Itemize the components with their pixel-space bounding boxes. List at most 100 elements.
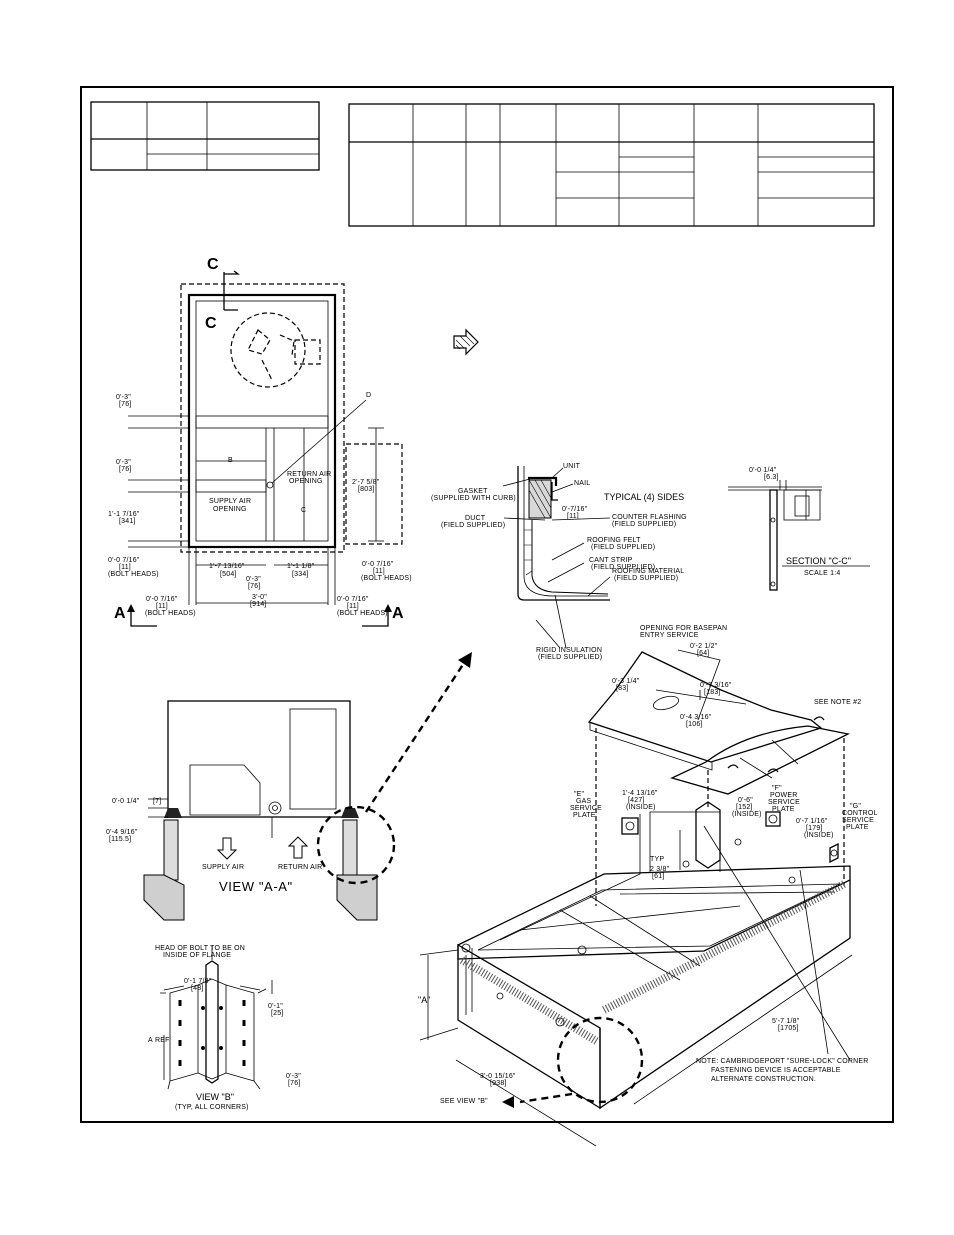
duct-label: DUCT [465, 515, 486, 522]
entry-service-label: ENTRY SERVICE [640, 632, 699, 639]
dim-2-7-5-8: 2'-7 5/8" [352, 479, 380, 486]
dim-76-view-b: [76] [288, 1080, 300, 1087]
dim-76-b: [76] [119, 466, 131, 473]
dim-914: [914] [250, 601, 267, 608]
dim-115-5: [115.5] [109, 836, 131, 843]
dim-6-3-section: [6.3] [764, 474, 779, 481]
head-of-bolt-label: HEAD OF BOLT TO BE ON [155, 945, 245, 952]
label-d: D [366, 392, 371, 399]
gas-label: GAS [576, 798, 592, 805]
roofing-felt-field-supplied-label: (FIELD SUPPLIED) [591, 544, 655, 551]
roofing-material-field-supplied-label: (FIELD SUPPLIED) [614, 575, 678, 582]
dim-25: [25] [271, 1010, 283, 1017]
view-aa-return-air: RETURN AIR [278, 864, 322, 871]
section-cc-detail [728, 480, 870, 591]
dim-11-bottom-right: [11] [347, 603, 359, 610]
section-mark-c-top: C [207, 256, 219, 273]
dim-341: [341] [119, 518, 136, 525]
a-height-label: "A" [418, 995, 430, 1005]
note-line-2: FASTENING DEVICE IS ACCEPTABLE [711, 1067, 841, 1074]
ref-label: REF [155, 1037, 170, 1044]
bolt-heads-bottom-right: (BOLT HEADS) [337, 610, 388, 617]
power-label: POWER [770, 792, 797, 799]
control-service-label: SERVICE [842, 817, 874, 824]
a-ref-label: A [148, 1037, 153, 1044]
cant-strip-label: CANT STRIP [589, 557, 633, 564]
dim-183: [183] [704, 689, 721, 696]
dim-11-left: [11] [119, 564, 131, 571]
dim-0-1-7-8: 0'-1 7/8" [184, 978, 212, 985]
large-spec-table [348, 103, 875, 227]
roofing-felt-label: ROOFING FELT [587, 537, 641, 544]
plan-view: C C [127, 256, 403, 627]
dim-0-3-b: 0'-3" [116, 459, 131, 466]
see-view-b-label: SEE VIEW "B" [440, 1098, 488, 1105]
bolt-heads-bottom-left: (BOLT HEADS) [145, 610, 196, 617]
label-b: B [228, 457, 233, 464]
dim-76-a: [76] [119, 401, 131, 408]
power-plate-label: PLATE [772, 806, 795, 813]
section-cc-title: SECTION "C-C" [786, 556, 851, 566]
dim-0-4-3-16: 0'-4 3/16" [680, 714, 712, 721]
dim-0-0-1-4-view-aa: 0'-0 1/4" [112, 798, 140, 805]
section-mark-c-bottom: C [205, 315, 217, 332]
opening-for-basepan-label: OPENING FOR BASEPAN [640, 625, 727, 632]
view-aa-supply-air: SUPPLY AIR [202, 864, 244, 871]
dim-938: [938] [490, 1080, 507, 1087]
dim-0-0-1-4-section: 0'-0 1/4" [749, 467, 777, 474]
dim-0-0-7-16-bottom-left: 0'-0 7/16" [146, 596, 178, 603]
dim-0-3-a: 0'-3" [116, 394, 131, 401]
dim-64: [64] [697, 650, 709, 657]
roofing-material-label: ROOFING MATERIAL [612, 568, 684, 575]
dim-179: [179] [806, 825, 823, 832]
duct-field-supplied-label: (FIELD SUPPLIED) [441, 522, 505, 529]
dim-0-0-7-16-right: 0'-0 7/16" [362, 561, 394, 568]
dim-48: [48] [191, 985, 203, 992]
dim-2-3-8: 2 3/8" [650, 866, 670, 873]
dim-0-4-9-16: 0'-4 9/16" [106, 829, 138, 836]
control-plate-g-label: "G" [850, 803, 861, 810]
view-b [160, 946, 273, 1090]
dim-334: [334] [292, 571, 309, 578]
dim-1-4-13-16: 1'-4 13/16" [622, 790, 658, 797]
supply-air-opening-label: OPENING [213, 506, 247, 513]
dim-803: [803] [358, 486, 375, 493]
dim-0-3-c: 0'-3" [246, 576, 261, 583]
dim-11-flashing: [11] [567, 513, 579, 520]
inside-label-1: (INSIDE) [626, 804, 656, 811]
unit-label: UNIT [563, 463, 581, 470]
typical-sides-label: TYPICAL (4) SIDES [604, 492, 684, 502]
gas-service-label: SERVICE [570, 805, 602, 812]
section-cc-scale: SCALE 1:4 [804, 570, 840, 577]
dim-1-1-7-16: 1'-1 7/16" [108, 511, 140, 518]
small-spec-table [90, 101, 320, 171]
inside-of-flange-label: INSIDE OF FLANGE [163, 952, 231, 959]
view-b-title: VIEW "B" [196, 1092, 234, 1102]
nail-label: NAIL [574, 480, 590, 487]
control-label: CONTROL [842, 810, 878, 817]
dim-0-0-7-16-left: 0'-0 7/16" [108, 557, 140, 564]
dim-152: [152] [736, 804, 753, 811]
dim-0-7-3-16: 0'-7 3/16" [700, 682, 732, 689]
isometric-curb [419, 649, 853, 1147]
view-aa [143, 652, 472, 921]
gas-plate-e-label: "E" [574, 791, 585, 798]
dim-0-3-1-4: 0'-3 1/4" [612, 678, 640, 685]
return-air-label: RETURN AIR [287, 471, 331, 478]
dim-0-6: 0'-6" [738, 797, 753, 804]
dim-76-c: [76] [248, 583, 260, 590]
dim-1705: [1705] [778, 1025, 799, 1032]
dim-3-0: 3'-0" [252, 594, 267, 601]
dim-7-view-aa: [7] [153, 798, 161, 805]
return-air-opening-label: OPENING [289, 478, 323, 485]
dim-0-2-1-2: 0'-2 1/2" [690, 643, 718, 650]
dim-0-7-1-16: 0'-7 1/16" [796, 818, 828, 825]
dim-1-7-13-16: 1'-7 13/16" [209, 563, 245, 570]
supplied-with-curb-label: (SUPPLIED WITH CURB) [431, 495, 516, 502]
note-line-1: NOTE: CAMBRIDGEPORT "SURE-LOCK" CORNER [696, 1058, 869, 1065]
fan-circle [230, 312, 306, 388]
label-c: C [301, 507, 306, 514]
rigid-insulation-label: RIGID INSULATION [536, 647, 602, 654]
dim-427: [427] [628, 797, 645, 804]
